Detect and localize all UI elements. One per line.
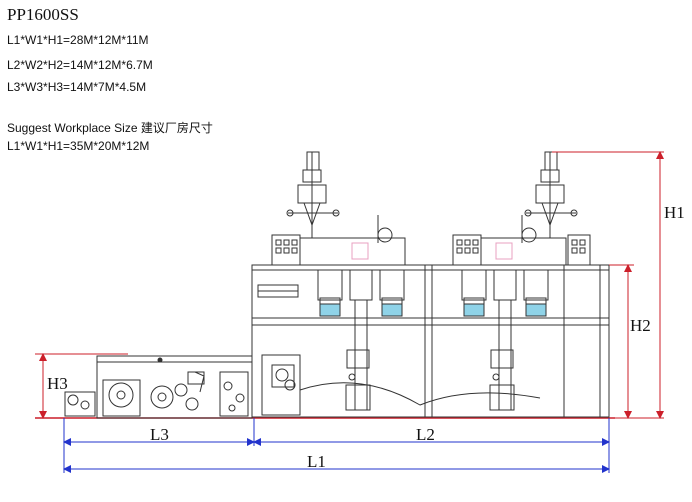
label-h2: H2 — [630, 316, 651, 335]
label-h1: H1 — [664, 203, 685, 222]
main-frame — [251, 264, 610, 418]
page-title: PP1600SS — [7, 5, 79, 24]
label-l1: L1 — [307, 452, 326, 471]
label-l3: L3 — [150, 425, 169, 444]
label-l2: L2 — [416, 425, 435, 444]
spec-line-2: L2*W2*H2=14M*12M*6.7M — [7, 58, 153, 72]
dimension-horizontal — [63, 418, 610, 473]
spinning-station-right — [452, 151, 591, 411]
label-h3: H3 — [47, 374, 68, 393]
dimension-h3 — [35, 353, 128, 419]
feeder-unit — [96, 355, 253, 419]
unwinder-unit — [64, 379, 141, 417]
suggest-label: Suggest Workplace Size 建议厂房尺寸 — [7, 121, 213, 135]
spinning-station-left — [271, 151, 406, 411]
dimension-h1 — [552, 151, 664, 419]
suggest-value: L1*W1*H1=35M*20M*12M — [7, 139, 150, 153]
spec-line-1: L1*W1*H1=28M*12M*11M — [7, 33, 149, 47]
spec-line-3: L3*W3*H3=14M*7M*4.5M — [7, 80, 147, 94]
dimension-h2 — [609, 264, 634, 419]
